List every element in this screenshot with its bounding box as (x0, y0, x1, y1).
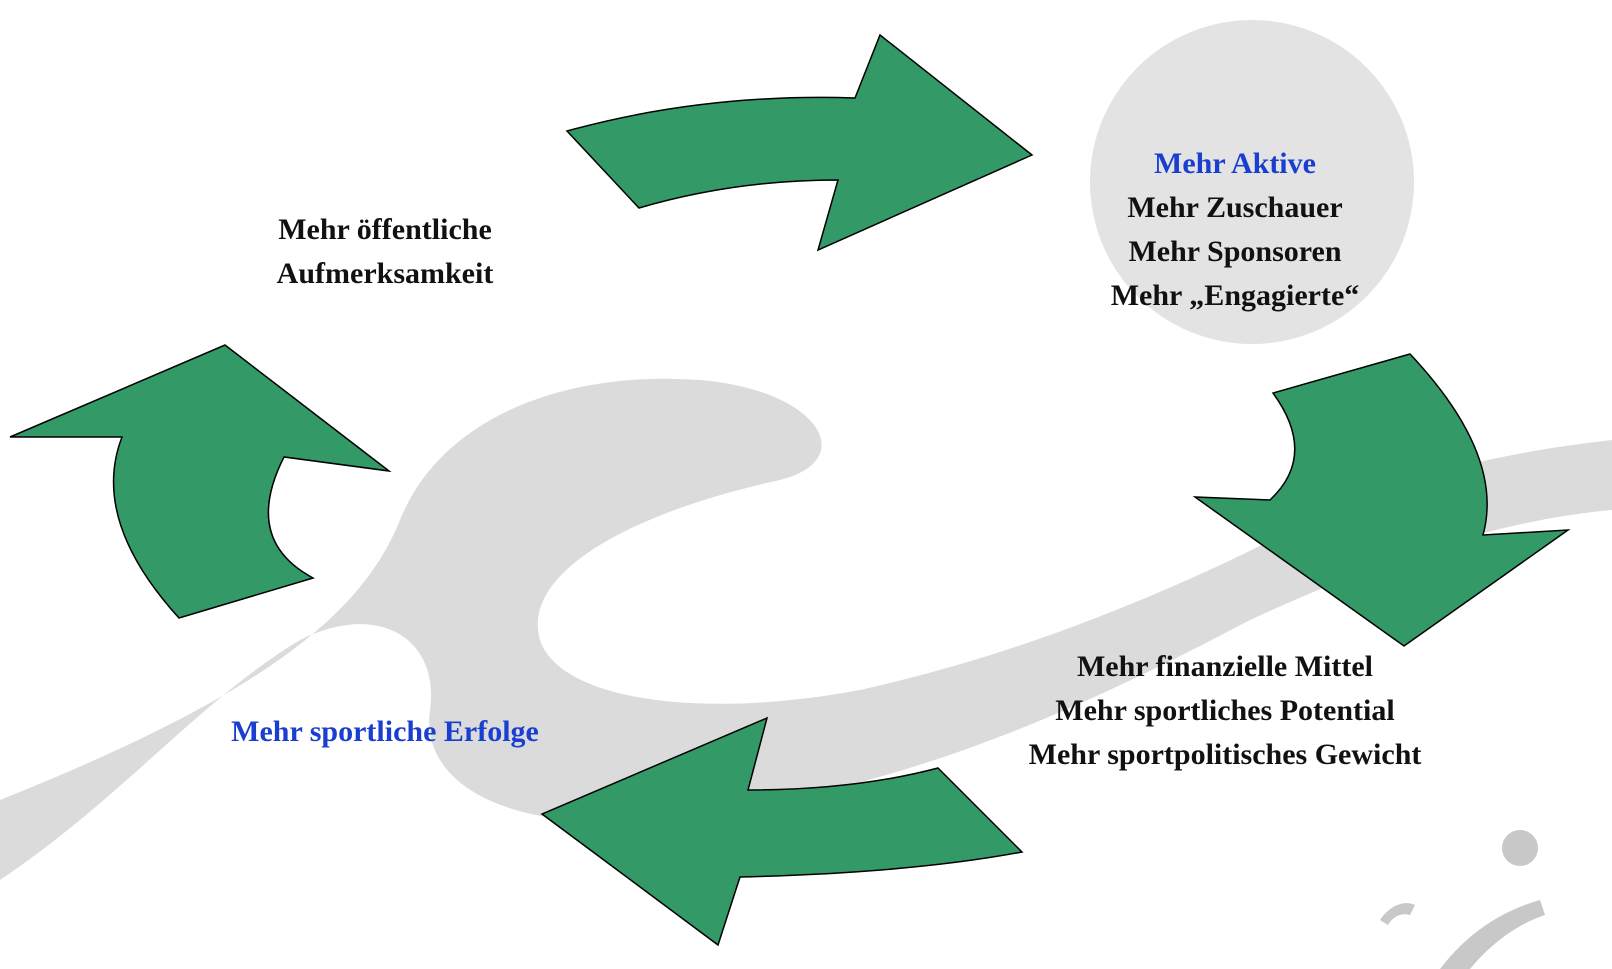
node-line: Mehr sportpolitisches Gewicht (1028, 738, 1422, 771)
node-line: Mehr Zuschauer (1127, 191, 1343, 224)
node-line: Mehr öffentliche (278, 213, 492, 246)
logo-mark-icon (1380, 900, 1545, 969)
node-financial-means: Mehr finanzielle Mittel Mehr sportliches… (960, 645, 1490, 777)
arrow-left-up-icon (9, 344, 392, 619)
node-sport-success: Mehr sportliche Erfolge (165, 710, 605, 754)
arrow-right-down-icon (1192, 353, 1571, 647)
node-more-active: Mehr Aktive Mehr Zuschauer Mehr Sponsore… (1045, 142, 1425, 318)
watermark-swirl-icon (0, 378, 1612, 880)
watermark-circle (1502, 830, 1538, 866)
arrow-top-right-icon (565, 33, 1034, 252)
watermark-circle (1090, 20, 1414, 344)
node-line: Aufmerksamkeit (276, 257, 494, 290)
arrow-bottom-left-icon (540, 716, 1024, 947)
node-highlight: Mehr sportliche Erfolge (231, 715, 539, 748)
node-line: Mehr „Engagierte“ (1110, 279, 1360, 312)
node-line: Mehr Sponsoren (1128, 235, 1342, 268)
node-line: Mehr finanzielle Mittel (1076, 650, 1373, 683)
node-public-attention: Mehr öffentliche Aufmerksamkeit (195, 208, 575, 296)
node-line: Mehr sportliches Potential (1055, 694, 1395, 727)
node-highlight: Mehr Aktive (1154, 147, 1316, 180)
